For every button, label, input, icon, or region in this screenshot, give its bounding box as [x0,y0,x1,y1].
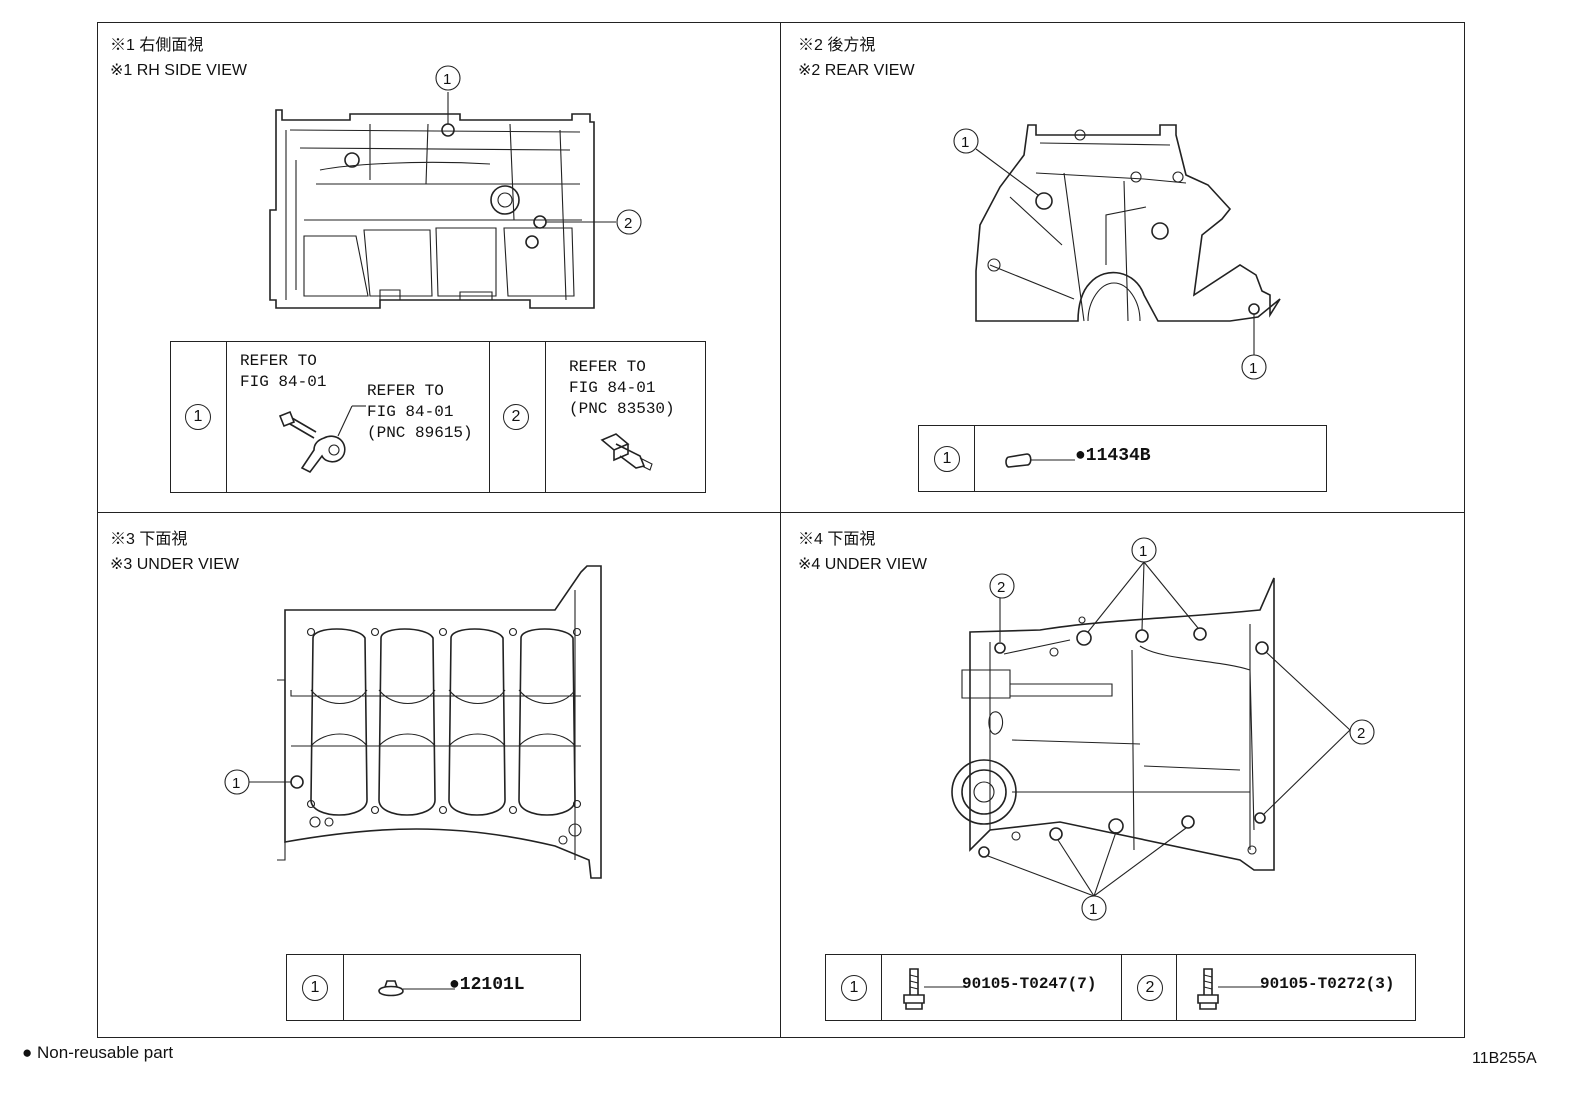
parts-table-rear: 1 ●11434B [918,425,1327,492]
legend-text: Non-reusable part [37,1043,174,1062]
parts-table-rh: 1 REFER TO FIG 84-01 REFER TO FIG 84-01 … [170,341,706,493]
panel-title-en: ※1 RH SIDE VIEW [110,62,247,79]
part-index-2: 2 [1137,975,1163,1001]
part-index-1: 1 [934,446,960,472]
figure-ref-2: FIG 84-01 [367,403,454,421]
callout-1-bottom: 1 [1089,901,1097,918]
callout-1-top: 1 [961,134,969,151]
dowel-pin-icon [1005,453,1075,468]
part-index-1: 1 [302,975,328,1001]
figure-code: 11B255A [1472,1050,1537,1067]
panel-divider-vertical [780,22,781,1038]
plug-icon [378,980,455,997]
panel-title-jp: ※1 右側面視 [110,37,204,54]
pnc-ref: (PNC 83530) [569,400,675,418]
part-number: 90105-T0272(3) [1260,975,1395,993]
oil-pressure-switch-icon [600,433,653,471]
callout-2-right: 2 [1357,725,1365,742]
panel-divider-horizontal [97,512,1465,513]
crankcase-under-view-drawing: 2 1 2 1 [951,537,1375,921]
legend: ● Non-reusable part [22,1043,173,1063]
panel-title-en: ※2 REAR VIEW [798,62,915,79]
parts-table-under-bolts: 1 90105-T0247(7) 2 90105-T0272(3) [825,954,1416,1021]
panel-title-jp: ※2 後方視 [798,37,876,54]
panel-title-jp: ※4 下面視 [798,531,876,548]
cylinder-block-under-view-drawing: 1 [224,565,602,879]
figure-ref: FIG 84-01 [569,379,656,397]
refer-text: REFER TO [240,352,317,370]
diagram-frame [97,22,1465,1038]
panel-title-en: ※4 UNDER VIEW [798,556,927,573]
rh-side-view-drawing: 1 2 [269,65,642,309]
parts-table-under-block: 1 ●12101L [286,954,581,1021]
callout-1-bottom: 1 [1249,360,1257,377]
panel-title-en: ※3 UNDER VIEW [110,556,239,573]
part-index-1: 1 [841,975,867,1001]
refer-text-2: REFER TO [367,382,444,400]
bolt-icon [1197,968,1262,1010]
bolt-icon [903,968,968,1010]
callout-1-top: 1 [1139,543,1147,560]
pnc-ref: (PNC 89615) [367,424,473,442]
callout-1: 1 [443,71,451,88]
part-index-2: 2 [503,404,529,430]
callout-1: 1 [232,775,240,792]
refer-text: REFER TO [569,358,646,376]
rear-view-drawing: 1 1 [953,124,1281,380]
figure-ref: FIG 84-01 [240,373,327,391]
panel-title-jp: ※3 下面視 [110,531,188,548]
bolt-and-knock-sensor-icon [278,405,366,474]
part-number: ●11434B [1075,446,1151,466]
part-number: 90105-T0247(7) [962,975,1097,993]
callout-2-left: 2 [997,579,1005,596]
part-index-1: 1 [185,404,211,430]
non-reusable-bullet-icon: ● [22,1043,33,1062]
part-number: ●12101L [449,975,525,995]
callout-2: 2 [624,215,632,232]
